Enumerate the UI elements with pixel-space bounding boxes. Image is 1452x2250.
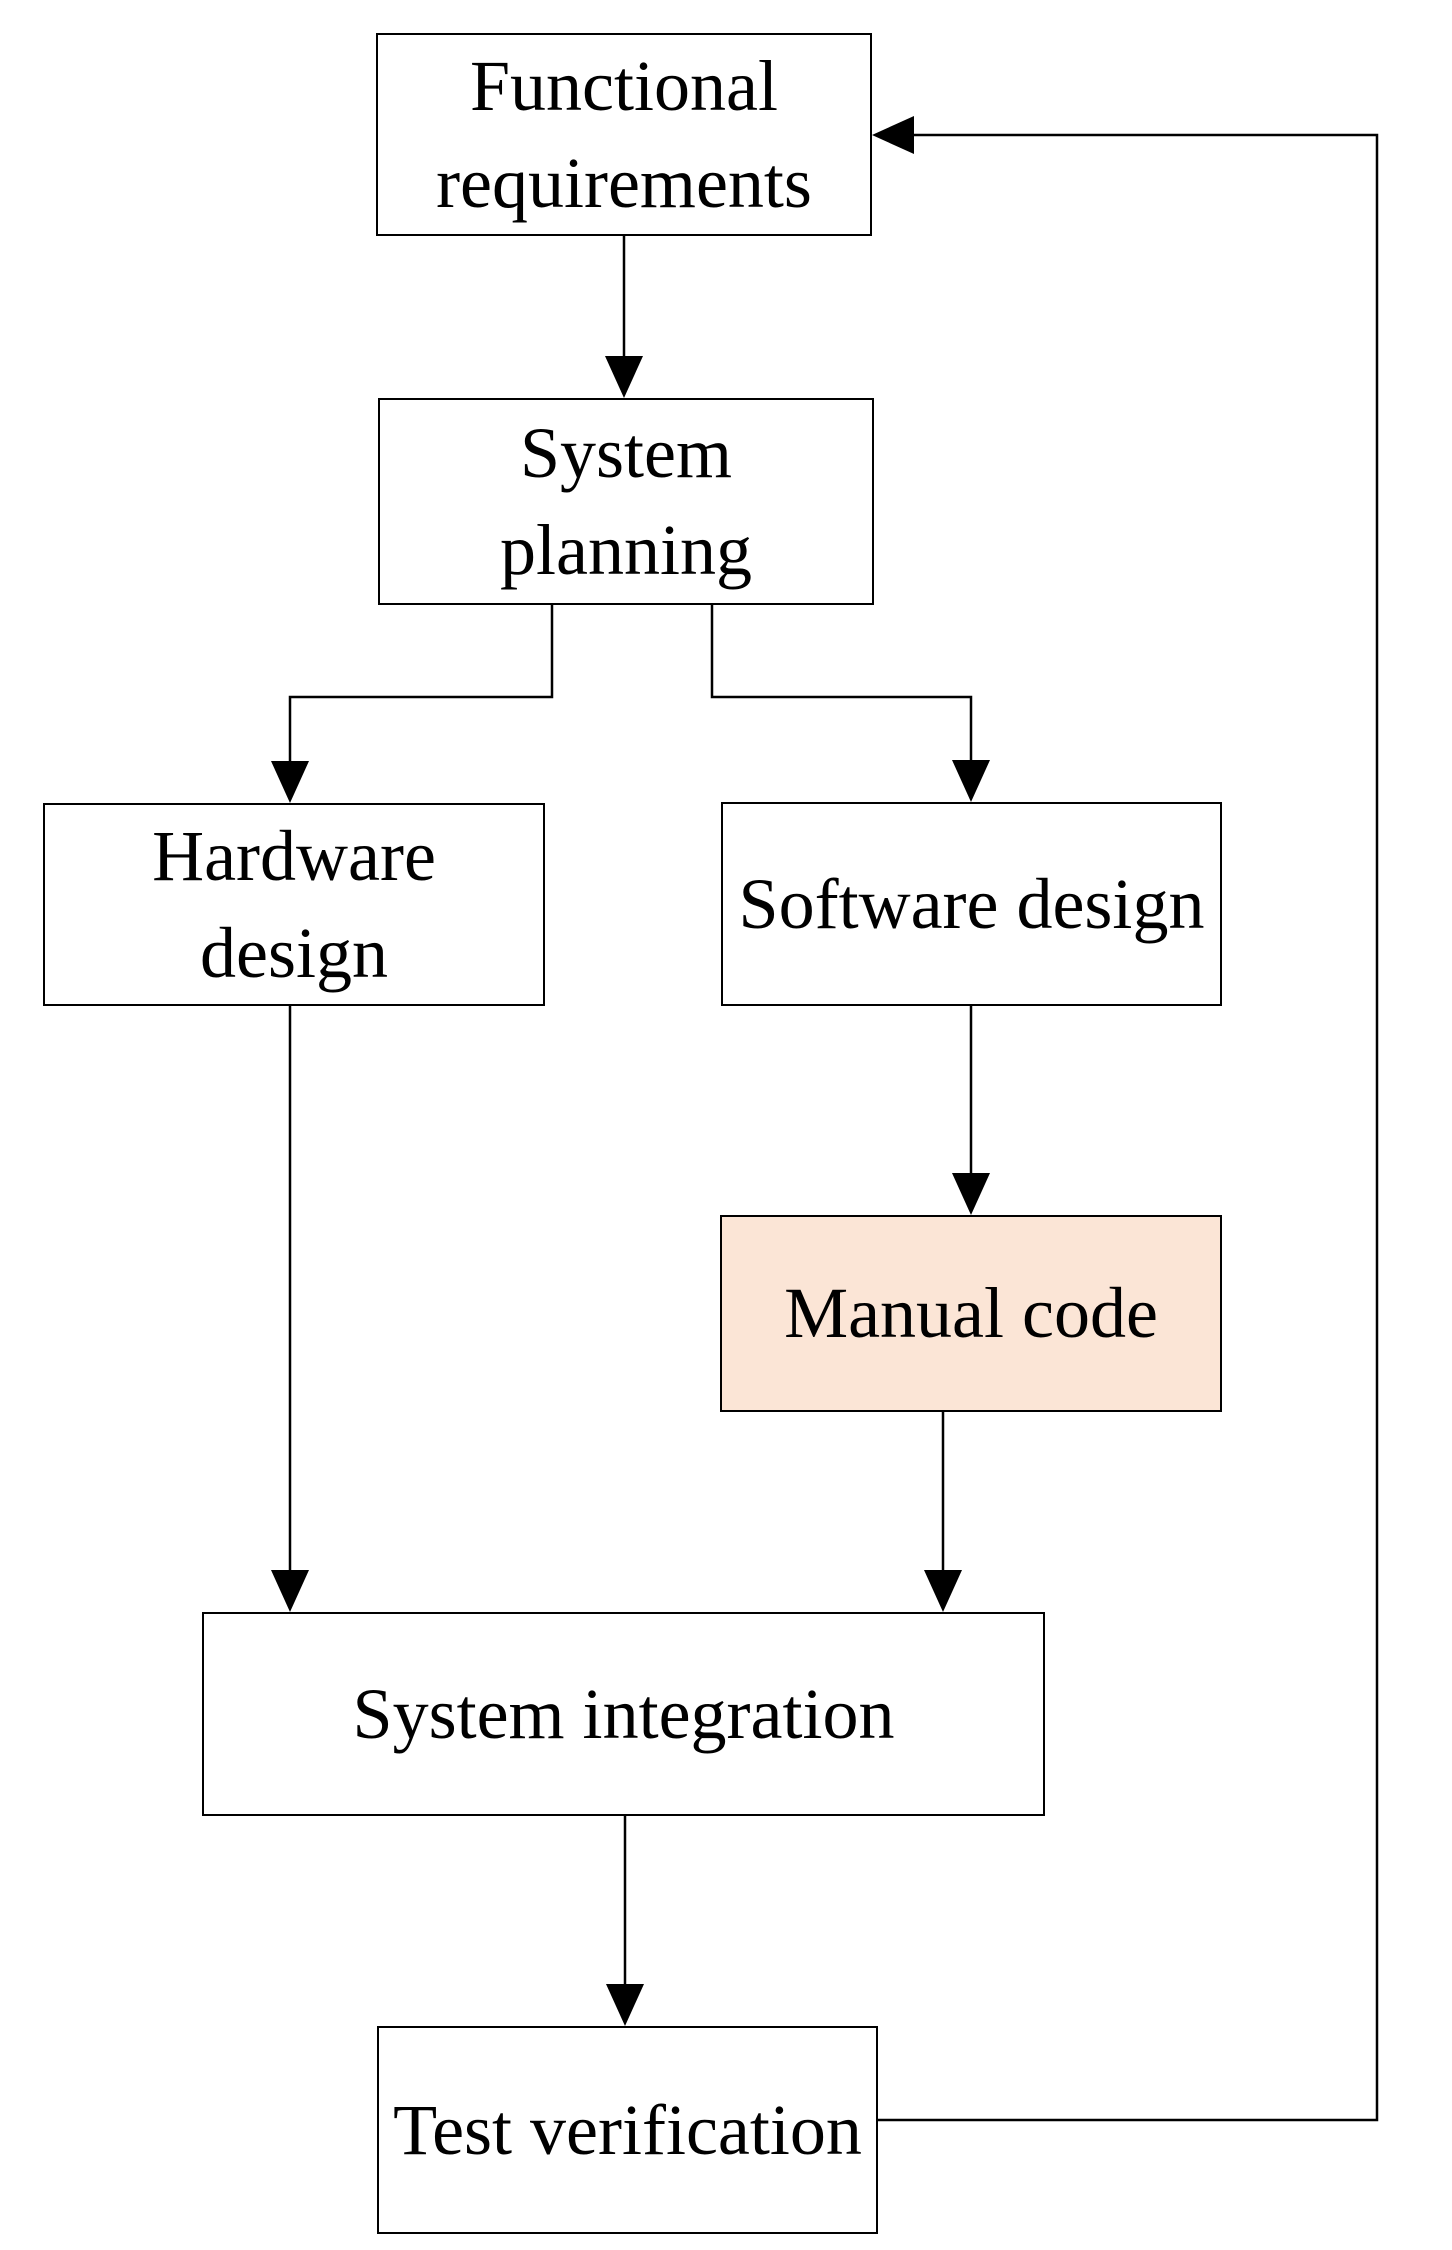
node-functional-requirements-label: Functional requirements [436,46,812,223]
node-hardware-design: Hardware design [43,803,545,1006]
arrowhead-down-planning-icon [605,356,643,398]
arrowhead-down-integration-left-icon [271,1570,309,1612]
arrowhead-left-functional-icon [872,116,914,154]
arrowhead-down-integration-right-icon [924,1570,962,1612]
arrowhead-down-hardware-icon [271,761,309,803]
arrowhead-down-manualcode-icon [952,1173,990,1215]
node-manual-code-label: Manual code [784,1273,1158,1354]
node-system-planning: System planning [378,398,874,605]
edge-planning-to-hardware [288,605,554,761]
node-system-planning-label: System planning [500,413,752,590]
node-test-verification-label: Test verification [393,2089,862,2170]
node-system-integration-label: System integration [352,1673,895,1754]
edge-planning-to-software [710,605,973,760]
arrowhead-down-software-icon [952,760,990,802]
node-test-verification: Test verification [377,2026,878,2234]
node-functional-requirements: Functional requirements [376,33,872,236]
arrowhead-down-test-icon [606,1984,644,2026]
node-manual-code: Manual code [720,1215,1222,1412]
node-software-design: Software design [721,802,1222,1006]
node-system-integration: System integration [202,1612,1045,1816]
node-hardware-design-label: Hardware design [152,816,436,993]
node-software-design-label: Software design [738,863,1205,944]
edge-test-to-functional-feedback [878,133,1379,2122]
